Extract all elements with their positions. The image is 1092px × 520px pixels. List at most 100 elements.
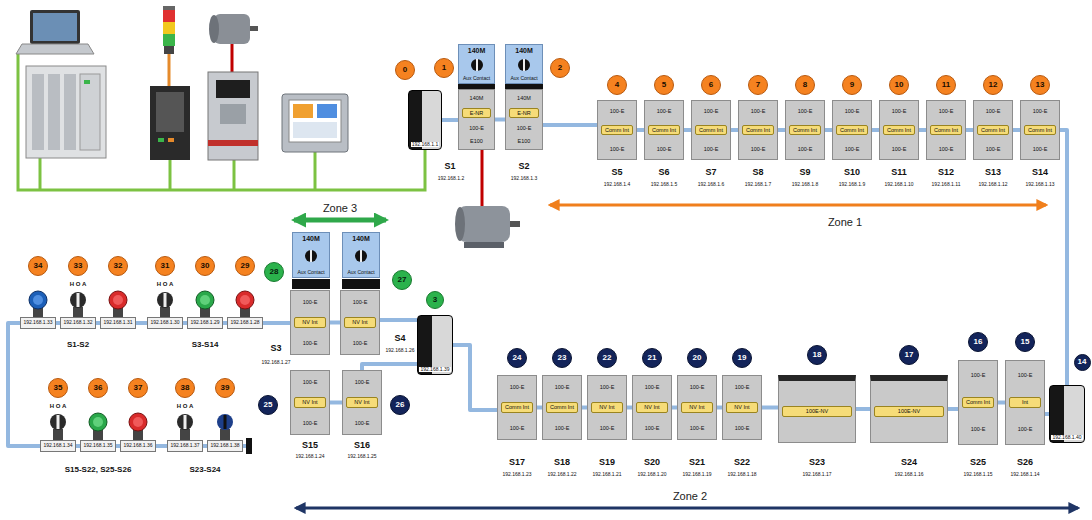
node-text: 34	[34, 262, 43, 271]
node-text: 192.168.1.40	[1051, 435, 1082, 441]
device-label: S13	[985, 168, 1001, 177]
node-text: 100-E	[353, 340, 368, 346]
node-text: 30	[201, 262, 210, 271]
callout-number: 9	[842, 75, 862, 95]
pushbutton-base: 192.168.1.36	[120, 440, 156, 452]
node-text: NV Int	[294, 397, 326, 407]
node-text: Int	[1009, 397, 1041, 407]
pushbutton-icon	[196, 291, 214, 309]
io-module	[156, 92, 184, 132]
pushbutton-icon	[93, 417, 103, 427]
zone-arrow	[550, 204, 1046, 207]
pushbutton-icon	[53, 429, 63, 440]
node-text: 22	[603, 354, 612, 363]
motor-icon	[455, 150, 520, 248]
callout-number: 1	[434, 58, 454, 78]
ip-address: 192.168.1.9	[839, 182, 865, 187]
pushbutton-base: 192.168.1.32	[60, 317, 96, 329]
node-text: 24	[513, 354, 522, 363]
pushbutton-icon	[157, 292, 173, 308]
node-text: 100-E	[704, 146, 719, 152]
node-text: 192.168.1.39	[419, 367, 450, 373]
node-text: 100-E	[610, 108, 625, 114]
node-text: 100-E	[986, 108, 1001, 114]
callout-number: 2	[550, 58, 570, 78]
network-cable	[453, 345, 497, 410]
contact-strip	[342, 279, 380, 289]
ip-address: 192.168.1.26	[385, 348, 414, 353]
node-text: 16	[974, 338, 983, 347]
network-cable	[330, 401, 342, 405]
node-text: 140M	[515, 47, 533, 55]
pushbutton-base: 192.168.1.30	[147, 317, 183, 329]
network-adapter: 192.168.1.39	[417, 315, 453, 375]
device-label: S15	[302, 441, 318, 450]
pushbutton-icon	[180, 429, 190, 440]
callout-number: 33	[68, 256, 88, 276]
drive-icon	[220, 104, 246, 124]
node-text: 14	[1078, 358, 1087, 367]
node-text: 100-E	[892, 108, 907, 114]
pushbutton-base: 192.168.1.33	[20, 317, 56, 329]
node-text: 2	[558, 64, 562, 73]
node-text: 100-E	[971, 372, 986, 378]
ip-address: 192.168.1.16	[894, 472, 923, 477]
node-text: 100-E	[600, 384, 615, 390]
pushbutton-base: 192.168.1.28	[227, 317, 263, 329]
contact-strip	[292, 84, 543, 289]
node-text: E100	[470, 138, 483, 144]
pushbutton-icon	[29, 291, 254, 440]
stack-light	[168, 54, 171, 86]
node-text: NV Int	[681, 402, 713, 412]
motor-breaker: 140MAux Contact	[458, 44, 495, 84]
node-text: Comm Int	[789, 125, 821, 135]
ip-address: 192.168.1.6	[698, 182, 724, 187]
motor-breaker: 140MAux Contact	[292, 232, 330, 278]
node-text: 192.168.1.33	[23, 320, 52, 326]
callout-number: 6	[701, 75, 721, 95]
network-cable	[998, 401, 1005, 405]
node-text: Comm Int	[742, 125, 774, 135]
network-cable	[263, 321, 290, 325]
callout-number: 22	[597, 348, 617, 368]
plc-icon	[80, 74, 100, 150]
network-adapter: 192.168.1.40	[1049, 385, 1085, 443]
node-text: 192.168.1.32	[63, 320, 92, 326]
node-text: 12	[989, 81, 998, 90]
laptop-icon	[30, 10, 80, 44]
ip-address: 192.168.1.23	[502, 472, 531, 477]
pushbutton-icon	[33, 295, 43, 305]
network-wire	[18, 54, 425, 190]
io-module	[150, 86, 190, 160]
starter-module: 100-ENV Int100-E	[342, 370, 382, 435]
plc-icon	[26, 66, 106, 158]
network-cable	[825, 128, 832, 132]
node-text: 33	[74, 262, 83, 271]
callout-number: 36	[88, 378, 108, 398]
node-text: 100-E	[704, 108, 719, 114]
zone-arrow	[294, 205, 1078, 508]
node-text: 100-E	[303, 420, 318, 426]
motor-icon	[250, 26, 258, 31]
pushbutton-base: 192.168.1.31	[100, 317, 136, 329]
terminator	[243, 438, 252, 454]
pushbutton-base: 192.168.1.29	[187, 317, 223, 329]
pushbutton-icon	[184, 415, 187, 429]
network-wire	[169, 160, 172, 190]
pushbutton-icon	[50, 414, 66, 430]
node-text: 38	[181, 384, 190, 393]
node-text: Comm Int	[648, 125, 680, 135]
starter-module: 100-EInt100-E	[1005, 360, 1045, 445]
node-text: 7	[756, 81, 760, 90]
node-text: 100-E	[353, 299, 368, 305]
node-text: 100-E	[986, 146, 1001, 152]
switch-position: H O A	[177, 403, 193, 409]
node-text: NV Int	[726, 402, 758, 412]
device-label: S10	[844, 168, 860, 177]
laptop-icon	[16, 44, 94, 54]
device-label: S1	[444, 162, 455, 171]
node-text: 23	[558, 354, 567, 363]
node-text: Comm Int	[546, 402, 578, 412]
motor-icon	[458, 206, 510, 242]
node-text: 100-E	[610, 146, 625, 152]
